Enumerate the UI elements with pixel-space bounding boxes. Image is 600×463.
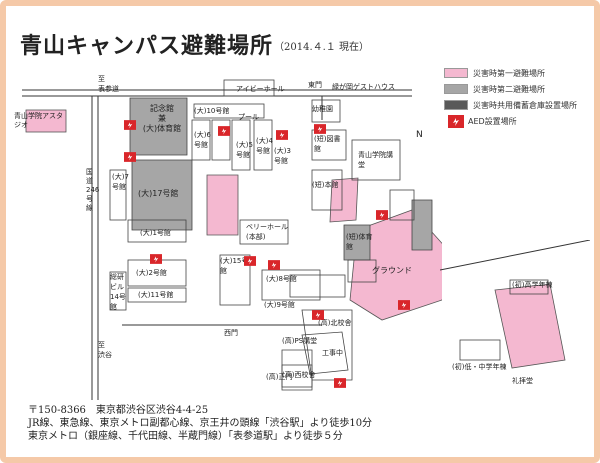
aed-icon: [448, 114, 464, 128]
aed-icon: [218, 126, 230, 136]
label-koko-north: (高)北校舎: [318, 319, 352, 327]
label-b9: (大)9号館: [264, 301, 295, 309]
label-b1: (大)1号館: [140, 229, 171, 237]
label-main-gate: (高)正門: [266, 373, 293, 381]
campus-map: [22, 79, 442, 400]
label-koko-ps: (高)PS講堂: [282, 337, 318, 345]
label-b2: (大)2号館: [136, 269, 167, 277]
label-shoka2: (初)低・中学年棟: [452, 363, 507, 371]
label-ground: グラウンド: [372, 266, 412, 275]
elementary-campus: [440, 240, 590, 369]
label-tanki-gym: (短)体育館: [346, 233, 373, 251]
label-tanki-hq: (短)本館: [312, 181, 339, 189]
zone-chu-gym: [411, 199, 433, 251]
aed-icon: [124, 120, 136, 130]
label-koko-west: (高)西校舎: [282, 371, 316, 379]
roads: [22, 89, 412, 400]
label-b6: (大)6号館: [194, 131, 211, 149]
label-beria: ベリーホール(本部): [246, 223, 288, 241]
label-koudou: 青山学院講堂: [358, 151, 393, 169]
zone-memorial: [129, 97, 188, 156]
legend-dark-swatch: [444, 100, 468, 110]
aed-icon: [398, 300, 410, 310]
label-b3: (大)3号館: [274, 147, 291, 165]
label-studio: 青山学院アスタジオ: [14, 112, 63, 129]
label-shibuya1: 至: [98, 341, 105, 349]
label-east-gate: 東門: [308, 81, 322, 89]
label-ivy: アイビーホール: [236, 85, 285, 93]
legend-aed: AED設置場所: [444, 114, 594, 128]
legend-pink-swatch: [444, 68, 468, 78]
zone-center: [206, 174, 239, 236]
aed-icon: [314, 124, 326, 134]
aed-icon: [334, 378, 346, 388]
legend: 災害時第一避難場所 災害時第二避難場所 災害時共用備蓄倉庫設置場所 AED設置場…: [444, 66, 594, 130]
map-labels: 記念館兼(大)体育館 (大)17号館 (大)1号館 (大)2号館 (大)11号館…: [12, 60, 442, 400]
label-b17: (大)17号館: [138, 189, 179, 198]
access-line-metro: 東京メトロ（銀座線、千代田線、半蔵門線）「表参道駅」より徒歩５分: [28, 431, 343, 442]
aed-icon: [124, 152, 136, 162]
as-of-date: （2014.４.１ 現在）: [274, 42, 369, 53]
label-shibuya2: 渋谷: [98, 351, 112, 359]
aed-markers: [12, 60, 442, 400]
aed-icon: [276, 130, 288, 140]
address-footer: 〒150-8366 東京都渋谷区渋谷4-4-25 JR線、東急線、東京メトロ副都…: [28, 404, 372, 443]
label-west-gate: 西門: [224, 329, 238, 337]
aed-icon: [244, 256, 256, 266]
zone-shoka: [494, 283, 566, 369]
legend-storage: 災害時共用備蓄倉庫設置場所: [444, 98, 594, 112]
aed-icon: [312, 310, 324, 320]
address-line: 〒150-8366 東京都渋谷区渋谷4-4-25: [28, 405, 209, 416]
label-b10: (大)10号館: [194, 107, 230, 115]
label-koujichu: 工事中: [322, 349, 343, 357]
label-omote2: 表参道: [98, 85, 119, 93]
label-b8: (大)8号館: [266, 275, 297, 283]
north-arrow: N: [416, 130, 423, 140]
secondary-zones: [129, 97, 433, 261]
label-shoka: (初)高学年棟: [512, 281, 553, 289]
aed-icon: [150, 254, 162, 264]
access-line-jr: JR線、東急線、東京メトロ副都心線、京王井の頭線「渋谷駅」より徒歩10分: [28, 418, 373, 429]
label-omote1: 至: [98, 75, 105, 83]
label-route246: 国道246号線: [86, 168, 100, 212]
label-b11: (大)11号館: [138, 291, 174, 299]
page-title: 青山キャンパス避難場所: [20, 34, 274, 59]
aed-icon: [268, 260, 280, 270]
label-pool: プール: [238, 113, 259, 121]
aed-icon: [376, 210, 388, 220]
label-guesthouse: 緑が岡ゲストハウス: [332, 83, 395, 91]
label-b5: (大)5号館: [236, 141, 253, 159]
label-tanki-lib: (短)図書館: [314, 135, 341, 153]
label-b14: 総研ビル14号館: [110, 273, 126, 311]
label-memorial: 記念館兼(大)体育館: [142, 104, 182, 133]
legend-secondary: 災害時第二避難場所: [444, 82, 594, 96]
zone-studio: [25, 109, 67, 133]
label-reihaido: 礼拝堂: [512, 377, 533, 385]
label-b15: (大)15号館: [220, 257, 249, 275]
building-outlines: [109, 79, 415, 391]
zone-tanki: [329, 177, 359, 223]
label-kindergarten: 幼稚園: [312, 105, 333, 113]
label-b7: (大)7号館: [112, 173, 129, 191]
legend-gray-swatch: [444, 84, 468, 94]
zone-b17: [131, 159, 193, 231]
label-b4: (大)4号館: [256, 137, 273, 155]
legend-primary: 災害時第一避難場所: [444, 66, 594, 80]
